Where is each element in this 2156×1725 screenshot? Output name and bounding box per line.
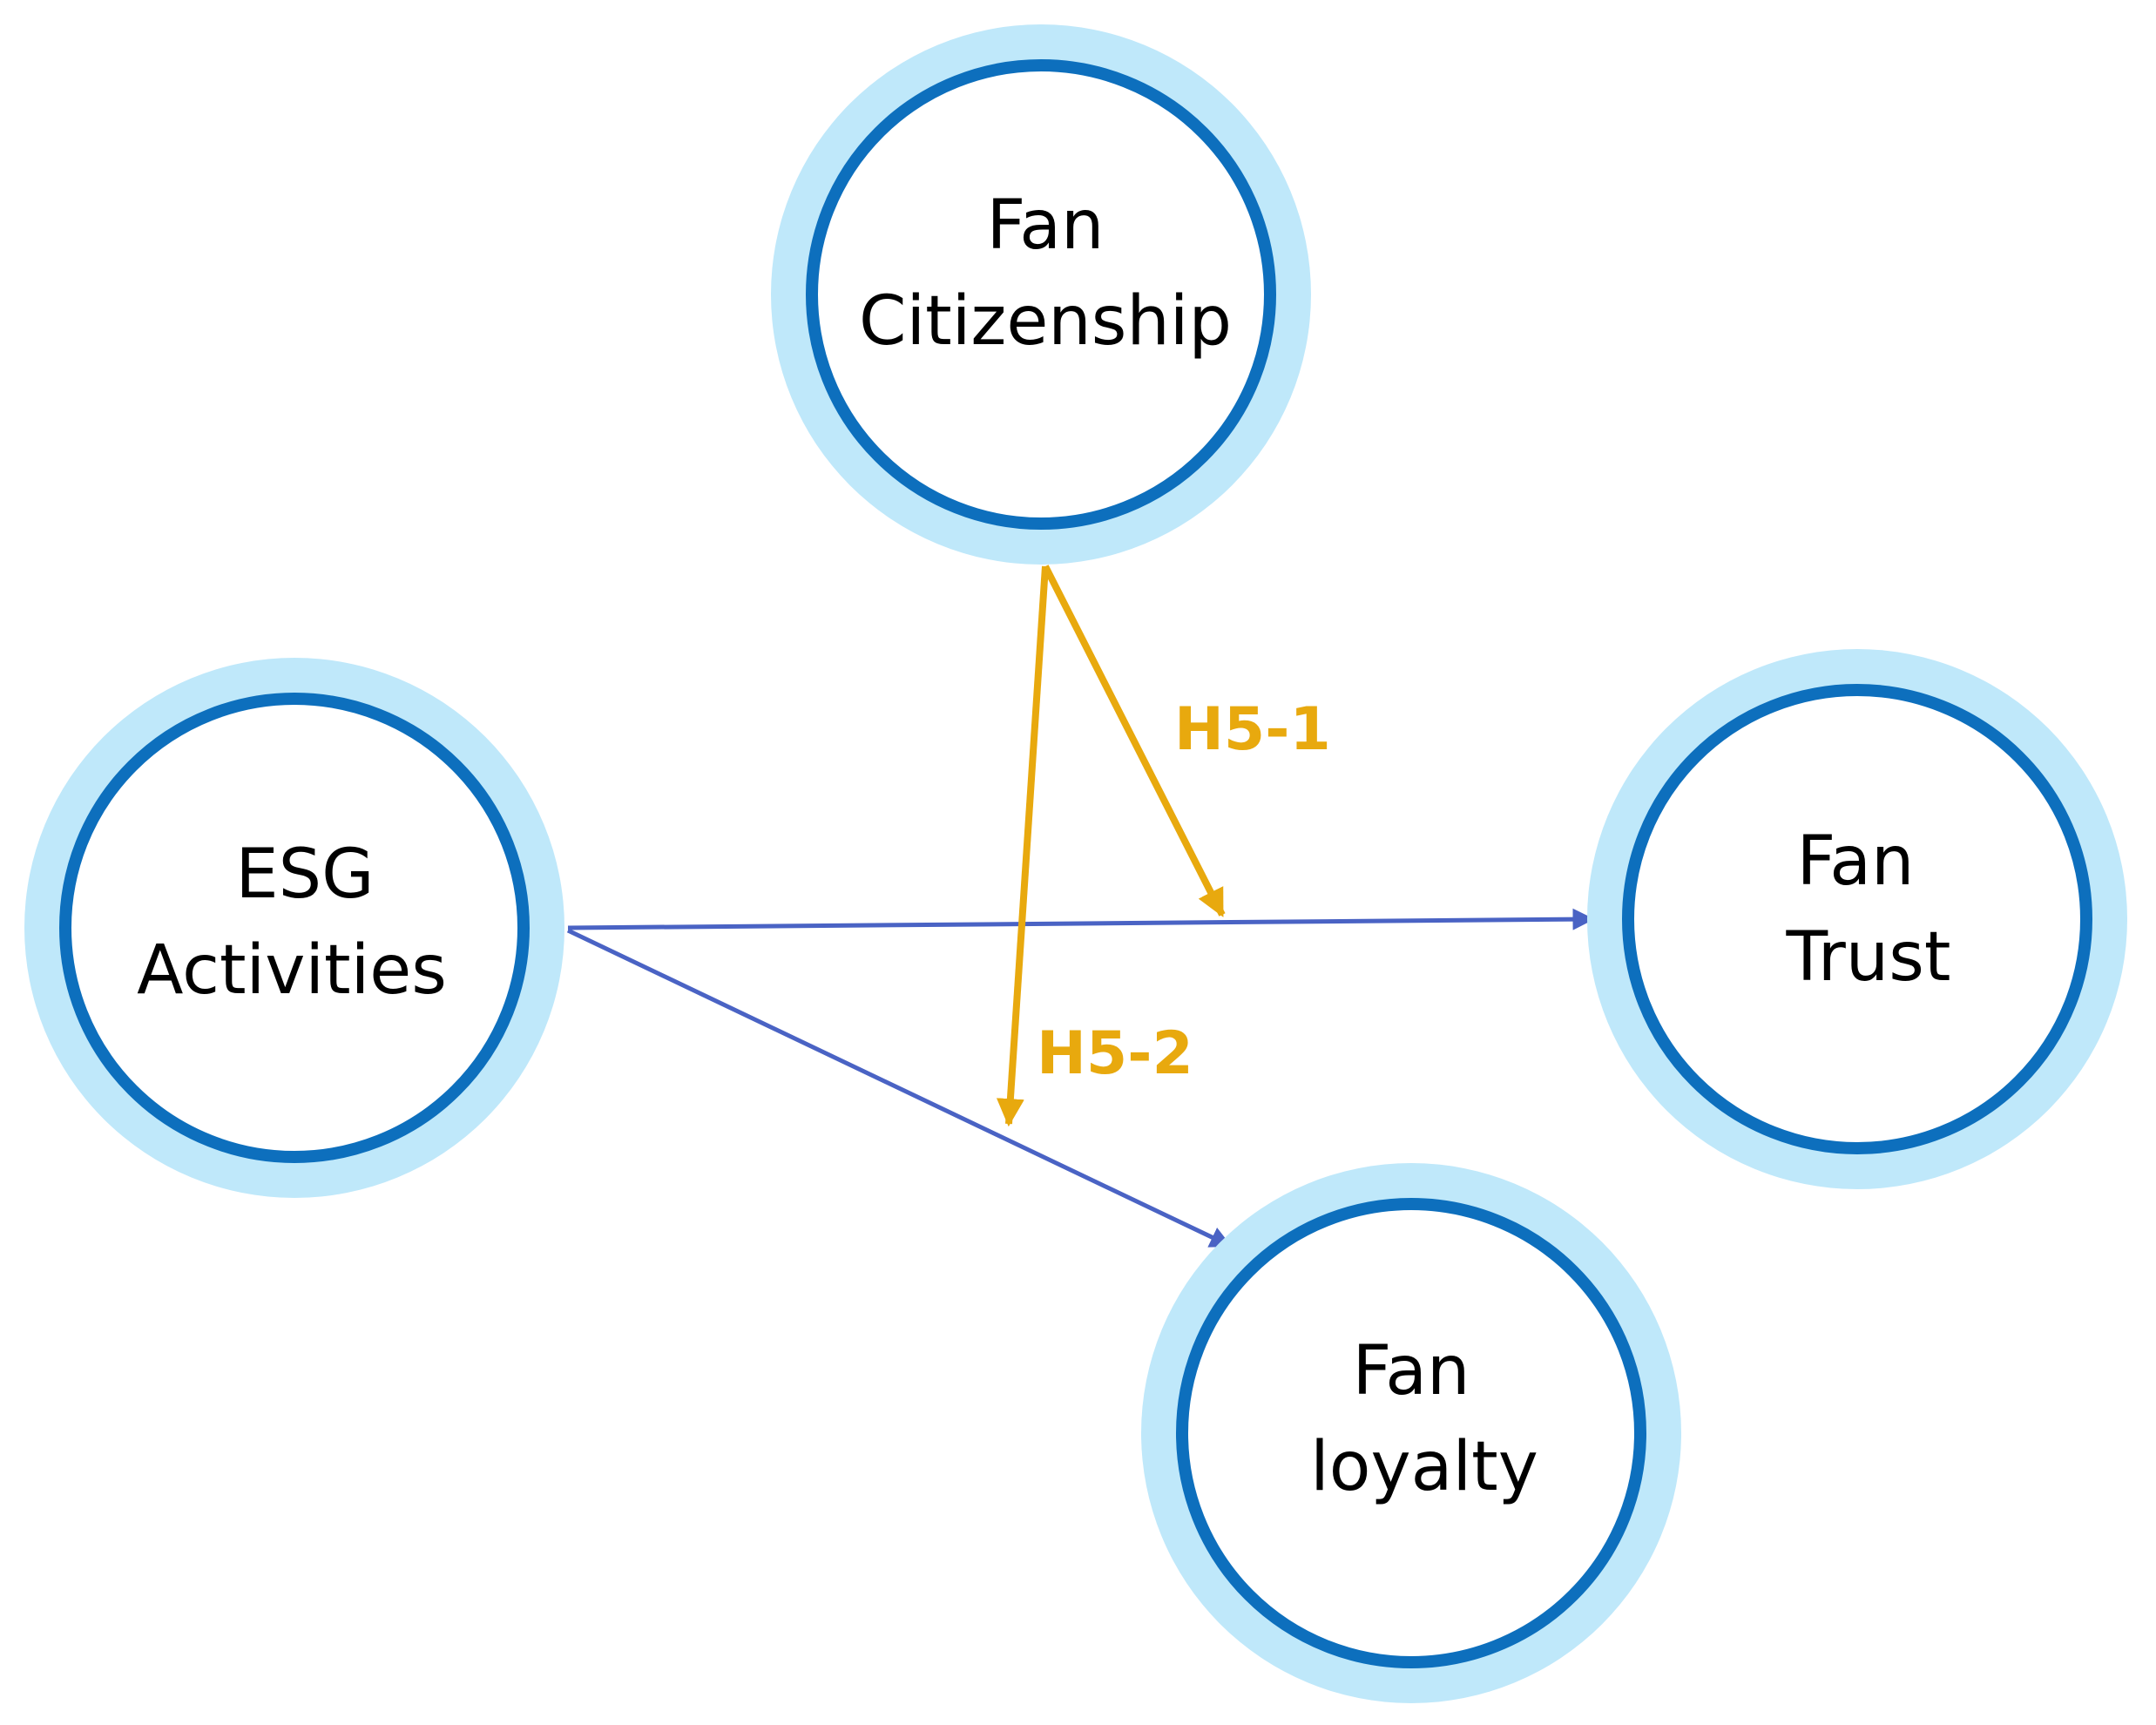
node-label-line1: Fan [1353, 1332, 1470, 1410]
path-esg-to-trust [567, 908, 1595, 930]
node-fan-trust: Fan Trust [1587, 649, 2127, 1189]
node-label-line2: Trust [1786, 918, 1951, 997]
node-esg-activities: ESG Activities [24, 658, 564, 1198]
node-label-line2: loyalty [1310, 1428, 1538, 1506]
path-citizenship-to-loyalty-link [996, 565, 1049, 1127]
node-ring [1622, 684, 2092, 1154]
path-esg-to-loyalty [566, 928, 1233, 1248]
hypothesis-label-h5-1: H5-1 [1174, 695, 1331, 764]
node-fan-loyalty: Fan loyalty [1141, 1163, 1681, 1703]
node-ring [59, 693, 530, 1163]
node-ring [806, 59, 1276, 530]
node-label-line1: Fan [987, 186, 1105, 265]
node-label-line1: Fan [1797, 822, 1915, 901]
node-label-line2: Activities [137, 931, 447, 1010]
node-ring [1176, 1198, 1646, 1668]
node-label-line1: ESG [235, 835, 374, 914]
node-fan-citizenship: Fan Citizenship [771, 24, 1311, 565]
node-label-line2: Citizenship [859, 282, 1232, 361]
hypothesis-label-h5-2: H5-2 [1037, 1019, 1193, 1088]
path-citizenship-to-trust-link [1042, 565, 1226, 917]
